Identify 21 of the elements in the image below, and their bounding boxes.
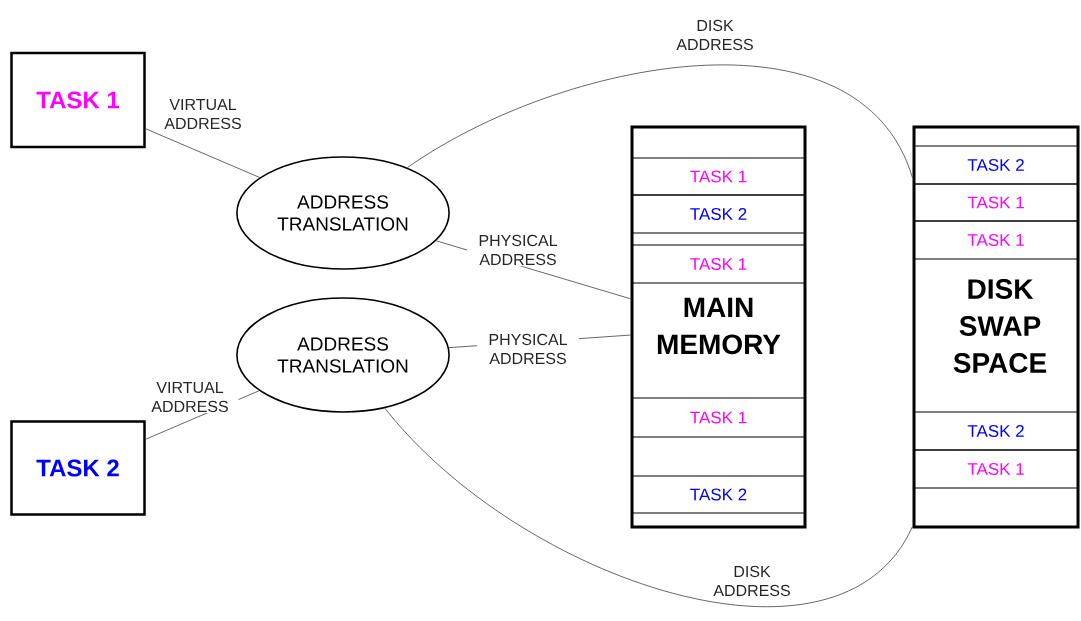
memory-slot: TASK 1 — [631, 397, 806, 438]
connector-line — [384, 407, 913, 608]
memory-slot: TASK 1 — [913, 183, 1079, 222]
memory-slot: TASK 1 — [913, 449, 1079, 489]
edge-label: VIRTUAL ADDRESS — [154, 97, 252, 131]
edge-label: PHYSICAL ADDRESS — [477, 332, 579, 366]
edge-label: DISK ADDRESS — [664, 18, 766, 52]
connector-line — [406, 65, 913, 179]
memory-slot: TASK 2 — [631, 475, 806, 514]
edge-label: VIRTUAL ADDRESS — [141, 380, 239, 414]
memory-slot: TASK 2 — [913, 411, 1079, 451]
memory-slot: TASK 1 — [631, 157, 806, 196]
memory-slot: TASK 2 — [913, 145, 1079, 185]
edge-label: DISK ADDRESS — [701, 564, 803, 598]
task-box: TASK 1 — [10, 51, 146, 149]
memory-slot: TASK 1 — [631, 244, 806, 284]
task-box: TASK 2 — [10, 420, 146, 516]
edge-label: PHYSICAL ADDRESS — [467, 233, 569, 267]
memory-slot: TASK 2 — [631, 194, 806, 234]
connector-line — [145, 128, 261, 178]
memory-slot: TASK 1 — [913, 220, 1079, 260]
